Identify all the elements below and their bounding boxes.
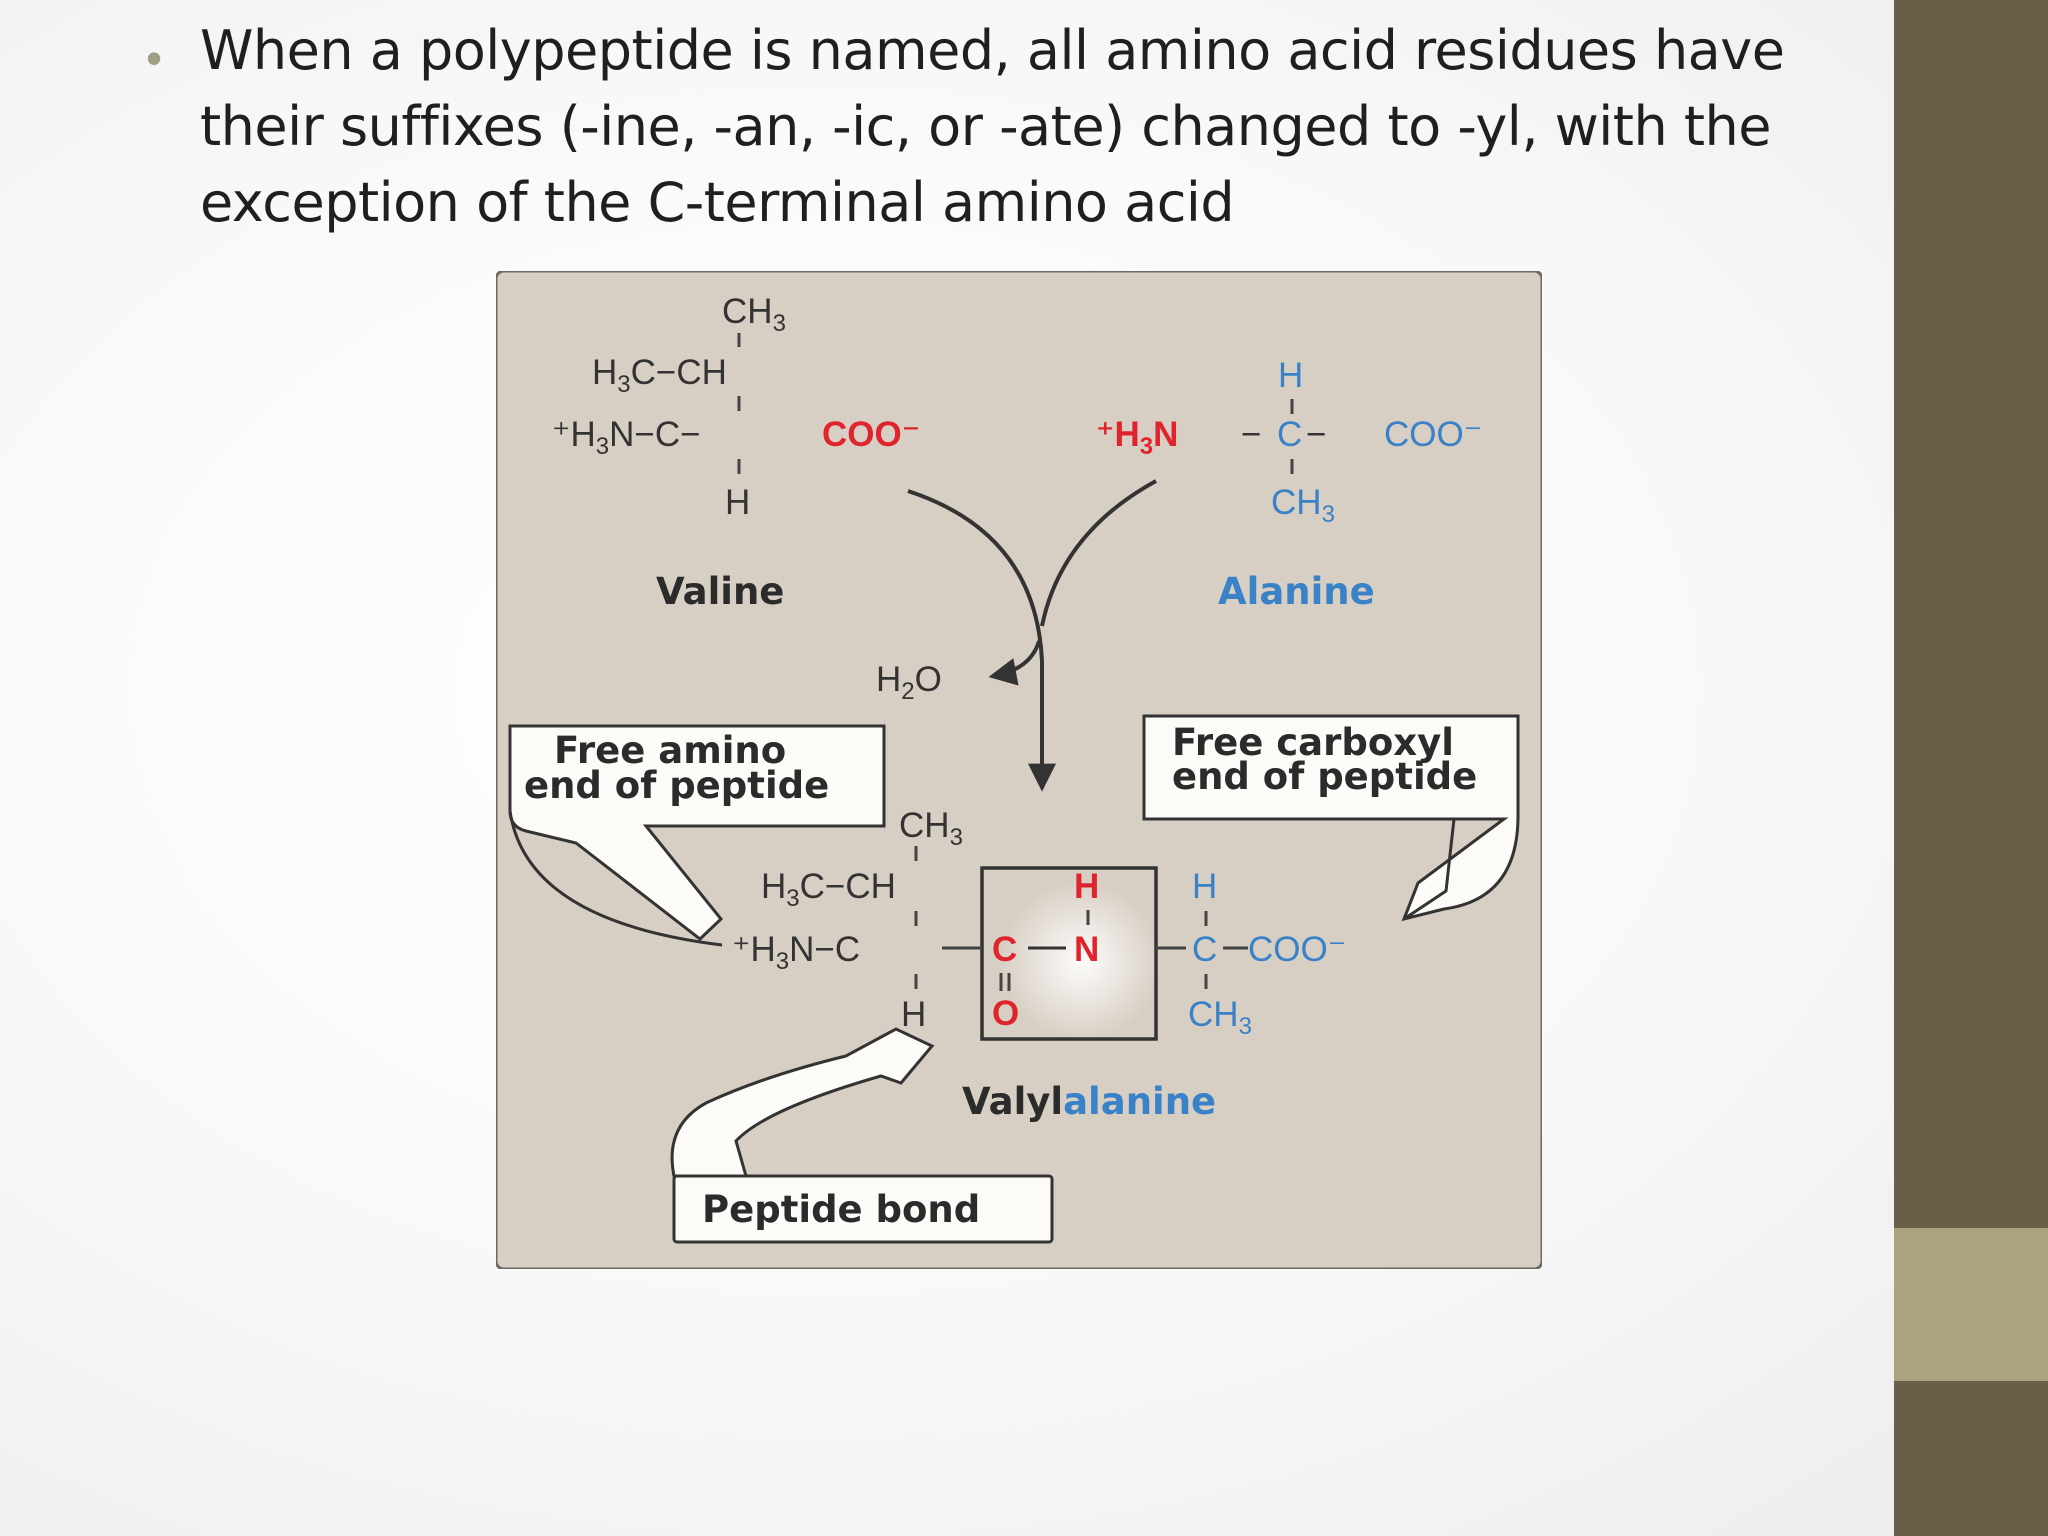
valylalanine-label: Valylalanine	[962, 1080, 1216, 1123]
svg-text:−: −	[1306, 415, 1326, 454]
svg-text:H: H	[1192, 867, 1217, 906]
svg-text:N: N	[1074, 930, 1099, 969]
svg-text:H: H	[901, 995, 926, 1034]
callout-free-amino: Free amino end of peptide	[508, 724, 886, 947]
sidebar-accent-block	[1894, 1228, 2048, 1381]
figure-background	[496, 271, 1542, 1269]
svg-text:CH3: CH3	[722, 292, 786, 337]
water-label: H2O	[876, 660, 942, 705]
callout-peptide-bond: Peptide bond	[670, 1027, 1054, 1244]
svg-text:C: C	[1192, 930, 1217, 969]
svg-text:CH3: CH3	[1188, 995, 1252, 1040]
valine-structure: CH3 H3C−CH ⁺H3N−C− COO⁻ H Valine	[552, 292, 920, 613]
reaction-curve-alanine	[1040, 479, 1157, 627]
svg-text:C: C	[992, 930, 1017, 969]
svg-text:COO⁻: COO⁻	[1248, 930, 1346, 969]
svg-text:Free carboxyl: Free carboxyl	[1172, 721, 1454, 764]
valylalanine-structure: CH3 H3C−CH ⁺H3N−C H C N H O H C C	[732, 806, 1346, 1123]
svg-text:Free amino: Free amino	[554, 729, 786, 772]
callout-free-carboxyl: Free carboxyl end of peptide	[1142, 714, 1520, 922]
svg-text:H: H	[1278, 356, 1303, 395]
svg-text:H3C−CH: H3C−CH	[761, 867, 896, 912]
svg-text:H: H	[1074, 867, 1099, 906]
svg-text:CH3: CH3	[899, 806, 963, 851]
svg-text:COO⁻: COO⁻	[822, 415, 920, 454]
peptide-bond-box	[980, 866, 1158, 1041]
svg-text:⁺H3N: ⁺H3N	[1096, 415, 1178, 460]
bullet-marker: •	[146, 32, 163, 84]
svg-text:O: O	[992, 994, 1019, 1033]
slide-bullet-text: When a polypeptide is named, all amino a…	[200, 19, 1785, 234]
svg-text:−: −	[1241, 415, 1261, 454]
svg-text:H3C−CH: H3C−CH	[592, 353, 727, 398]
peptide-bond-diagram: CH3 H3C−CH ⁺H3N−C− COO⁻ H Valine H ⁺H3N …	[496, 271, 1542, 1269]
svg-text:C: C	[1277, 415, 1302, 454]
svg-text:CH3: CH3	[1271, 483, 1335, 528]
svg-text:⁺H3N−C: ⁺H3N−C	[732, 930, 860, 975]
svg-text:H: H	[725, 483, 750, 522]
svg-text:end of peptide: end of peptide	[524, 764, 829, 807]
svg-text:Peptide bond: Peptide bond	[702, 1188, 980, 1231]
svg-text:end of peptide: end of peptide	[1172, 755, 1477, 798]
svg-text:COO⁻: COO⁻	[1384, 415, 1482, 454]
alanine-label: Alanine	[1218, 570, 1375, 613]
alanine-structure: H ⁺H3N − C − COO⁻ CH3 Alanine	[1096, 356, 1482, 613]
svg-text:⁺H3N−C−: ⁺H3N−C−	[552, 415, 701, 460]
valine-label: Valine	[656, 570, 784, 613]
water-arrow	[988, 640, 1041, 686]
